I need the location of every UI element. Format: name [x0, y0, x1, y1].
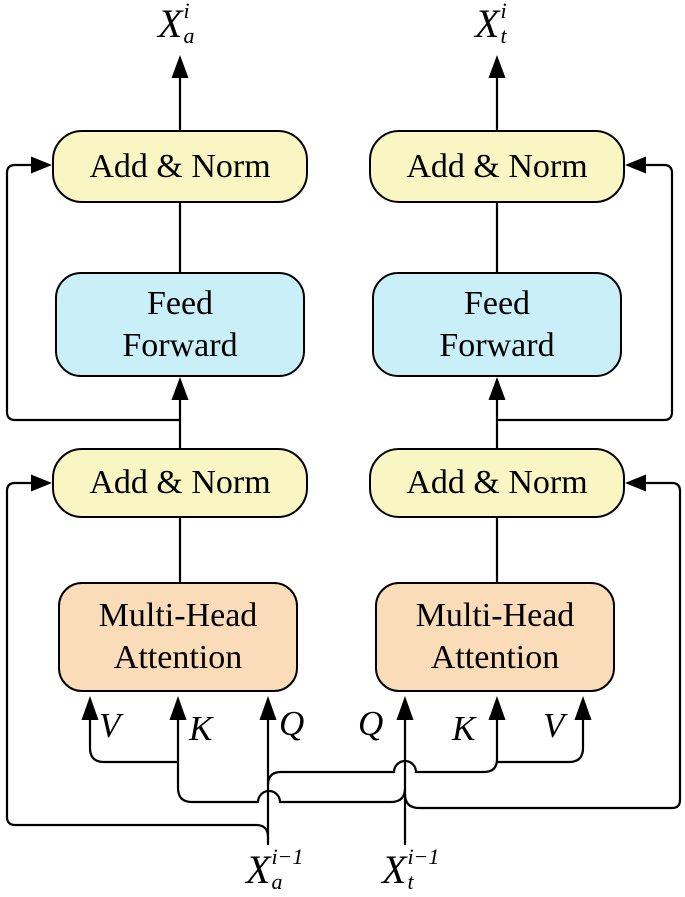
right-upper-residual: [497, 163, 674, 422]
left-multi-head-attention-box: Multi-Head Attention: [58, 582, 298, 692]
left-lower-residual-arrow: [31, 474, 52, 492]
left-upper-residual-arrow: [31, 156, 52, 174]
right-feed-forward-line1: Feed: [463, 284, 531, 322]
left-output-sub: a: [183, 23, 195, 48]
right-output-label: X i t: [475, 0, 507, 47]
left-k-label: K: [189, 709, 213, 748]
left-output-label: X i a: [158, 0, 194, 47]
right-add-norm-top-box: Add & Norm: [369, 130, 625, 203]
left-v-arrow: [81, 696, 99, 720]
left-feed-forward-line1: Feed: [146, 284, 214, 322]
right-v-arrow: [574, 696, 592, 720]
left-output-sup: i: [183, 0, 190, 23]
left-input-sub: a: [271, 869, 283, 894]
right-output-base: X: [475, 1, 500, 46]
left-feed-forward-box: Feed Forward: [55, 272, 305, 377]
right-ff-arrow: [488, 377, 506, 400]
left-mha-line1: Multi-Head: [98, 597, 258, 634]
right-lower-residual-arrow: [625, 474, 646, 492]
right-input-sub: t: [407, 869, 414, 894]
right-k-arrow: [488, 696, 506, 720]
right-output-arrow: [488, 55, 506, 78]
left-k-from-xt-line: [176, 719, 407, 804]
left-add-norm-mid-box: Add & Norm: [52, 448, 308, 518]
left-input-scripts: i−1 a: [271, 846, 303, 893]
right-feed-forward-line2: Forward: [439, 326, 555, 364]
right-mha-line1: Multi-Head: [415, 597, 575, 634]
right-input-base: X: [382, 847, 407, 892]
left-q-label: Q: [279, 704, 305, 743]
left-output-scripts: i a: [183, 0, 194, 47]
right-lower-residual: [403, 481, 682, 810]
left-feed-forward-line2: Forward: [122, 326, 238, 364]
right-output-scripts: i t: [500, 0, 506, 47]
left-output-arrow: [171, 55, 189, 78]
right-k-from-xa-line: [266, 719, 499, 786]
left-ff-arrow: [171, 377, 189, 400]
left-lower-residual: [5, 481, 270, 838]
left-q-arrow: [259, 696, 277, 720]
left-output-base: X: [158, 1, 183, 46]
left-input-base: X: [246, 847, 271, 892]
right-add-norm-mid-box: Add & Norm: [369, 448, 625, 518]
right-input-sup: i−1: [407, 844, 440, 869]
left-v-line: [88, 719, 178, 764]
right-v-label: V: [543, 706, 565, 745]
right-input-label: X i−1 t: [382, 846, 439, 893]
left-mha-line2: Attention: [113, 639, 243, 676]
right-input-scripts: i−1 t: [407, 846, 439, 893]
right-feed-forward-box: Feed Forward: [372, 272, 622, 377]
left-input-label: X i−1 a: [246, 846, 303, 893]
right-mha-line2: Attention: [430, 639, 560, 676]
right-output-sub: t: [500, 23, 507, 48]
left-add-norm-top-box: Add & Norm: [52, 130, 308, 203]
left-v-label: V: [99, 706, 121, 745]
left-k-arrow: [169, 696, 187, 720]
right-multi-head-attention-box: Multi-Head Attention: [375, 582, 615, 692]
right-upper-residual-arrow: [625, 156, 646, 174]
left-input-sup: i−1: [271, 844, 304, 869]
right-q-arrow: [396, 696, 414, 720]
left-upper-residual: [5, 163, 180, 422]
right-k-label: K: [452, 709, 476, 748]
right-q-label: Q: [358, 704, 384, 743]
right-output-sup: i: [500, 0, 507, 23]
right-v-line: [497, 719, 585, 764]
